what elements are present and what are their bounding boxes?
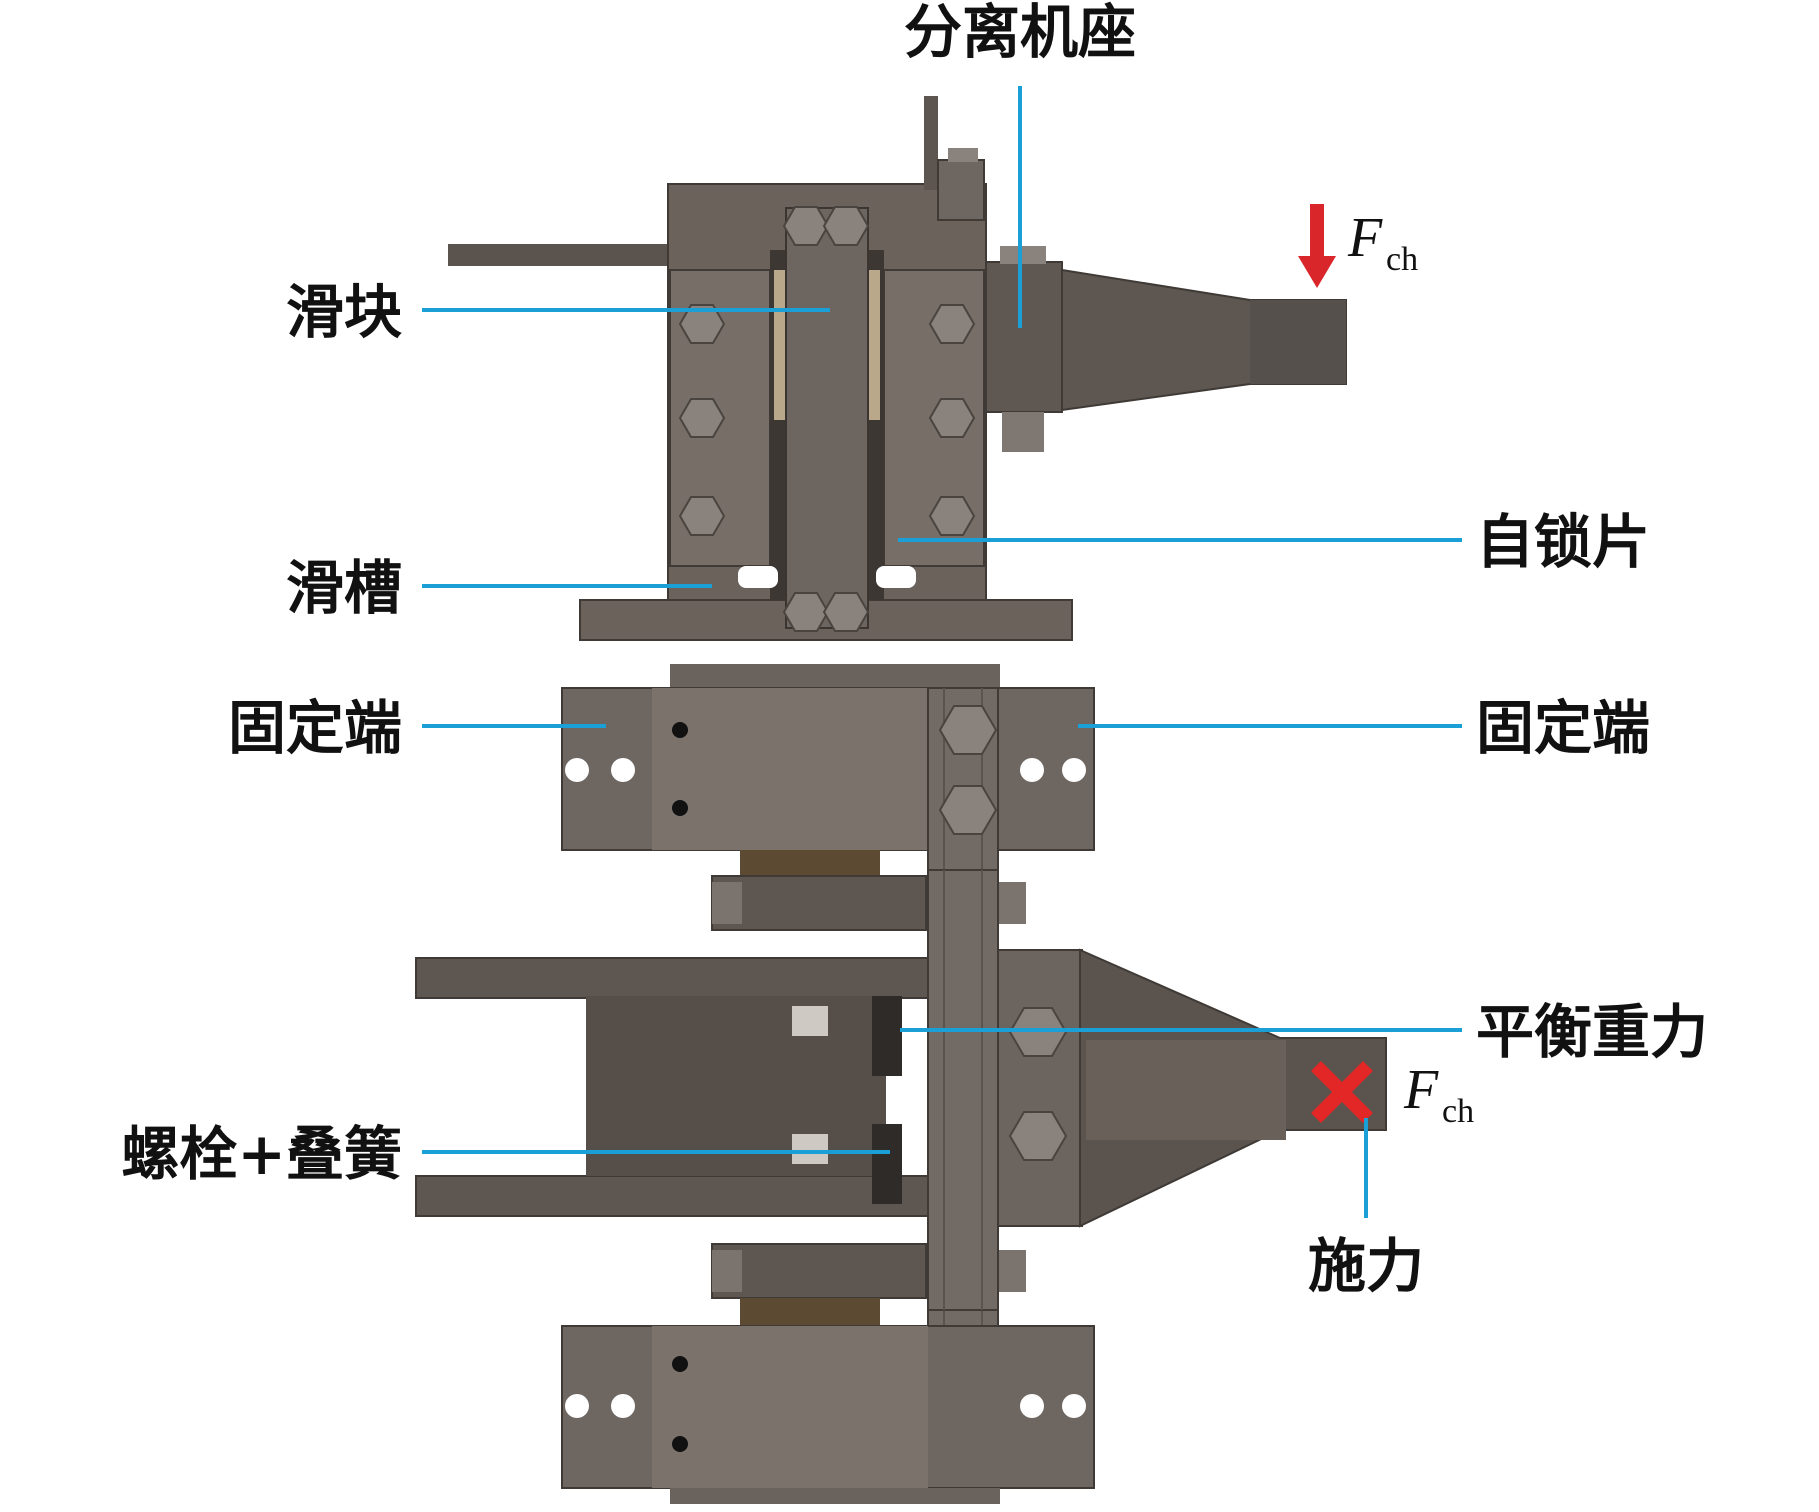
top-arm-tip: [1250, 300, 1346, 384]
bottom-right-mount: [997, 949, 1083, 1227]
top-arm-mount: [985, 261, 1063, 413]
force-bottom-symbol: F: [1403, 1059, 1439, 1121]
bottom-spring-lower: [872, 1124, 902, 1204]
top-bracket-plate: [937, 159, 985, 221]
bottom-lower-nuts: [670, 1488, 1000, 1504]
bottom-upper-block-face: [652, 688, 928, 850]
label-fixed-end-left: 固定端: [228, 694, 402, 762]
bottom-lower-block-face: [652, 1326, 928, 1488]
top-spring-right: [866, 270, 880, 420]
top-spring-left: [774, 270, 788, 420]
force-label-bottom: F ch: [1403, 1059, 1474, 1130]
bottom-frame-bottom: [415, 1175, 947, 1217]
label-slider: 滑块: [286, 278, 402, 346]
bottom-frame-top: [415, 957, 947, 999]
bottom-spring-upper: [872, 996, 902, 1076]
force-bottom-subscript: ch: [1442, 1093, 1474, 1130]
top-vertical-bracket: [924, 96, 938, 190]
bottom-upper-bar-nut-left: [712, 882, 742, 924]
bottom-upper-bar-nut-right: [996, 882, 1026, 924]
label-slide-slot: 滑槽: [286, 554, 402, 622]
top-bracket-nut: [948, 148, 978, 162]
top-slider: [785, 207, 869, 629]
force-arrow-top: [1298, 204, 1336, 288]
bottom-lower-bar-nut-right: [996, 1250, 1026, 1292]
bottom-top-nuts: [670, 664, 1000, 688]
bottom-assembly: [415, 664, 1387, 1504]
leader-lines: [422, 86, 1462, 1218]
label-counterweight: 平衡重力: [1476, 998, 1708, 1066]
label-fixed-end-right: 固定端: [1476, 694, 1650, 762]
bottom-arm-inner: [1086, 1040, 1286, 1140]
top-slot-cut-left: [738, 566, 778, 588]
bottom-lower-bar-nut-left: [712, 1250, 742, 1292]
top-assembly: [448, 96, 1347, 641]
top-arm-nut-bottom: [1002, 412, 1044, 452]
label-bolt-spring: 螺栓+叠簧: [121, 1120, 402, 1188]
top-arm-nut-top: [1000, 246, 1046, 264]
bottom-upper-bar: [711, 875, 927, 931]
bottom-frame-back: [586, 996, 886, 1176]
bottom-bolt-upper: [792, 1006, 828, 1036]
bottom-lower-bar: [711, 1243, 927, 1299]
top-left-rod: [448, 244, 668, 266]
force-label-top: F ch: [1347, 207, 1418, 278]
bottom-bolt-lower: [792, 1134, 828, 1164]
top-slot-cut-right: [876, 566, 916, 588]
force-top-symbol: F: [1347, 207, 1383, 269]
force-top-subscript: ch: [1386, 241, 1418, 278]
label-apply-force: 施力: [1308, 1232, 1424, 1300]
force-cross-bottom: [1311, 1061, 1373, 1123]
label-separation-base: 分离机座: [904, 0, 1136, 66]
label-self-lock-plate: 自锁片: [1476, 508, 1650, 576]
bottom-lower-spacer: [740, 1298, 880, 1326]
